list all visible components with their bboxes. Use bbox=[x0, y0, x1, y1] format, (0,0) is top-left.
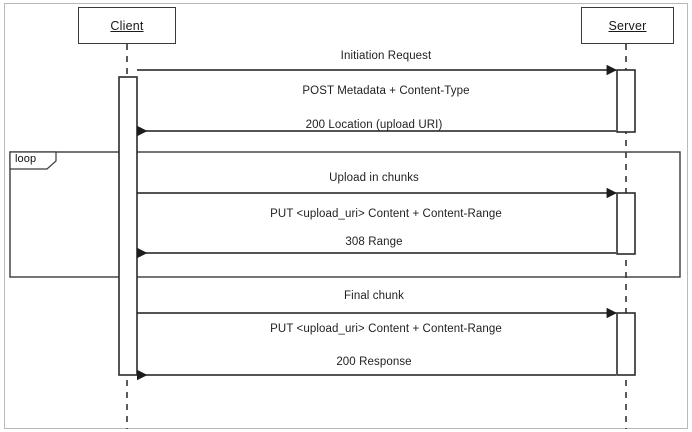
participant-box-server[interactable]: Server bbox=[581, 7, 674, 44]
message-label-final-chunk: Final chunk bbox=[344, 290, 404, 302]
activation-bars-group bbox=[118, 69, 636, 376]
loop-fragment bbox=[9, 151, 681, 278]
message-label-put-chunk: PUT <upload_uri> Content + Content-Range bbox=[270, 208, 502, 220]
loop-fragment-frame bbox=[9, 151, 681, 278]
message-label-initiation-request: Initiation Request bbox=[340, 50, 432, 62]
message-label-200-location: 200 Location (upload URI) bbox=[305, 119, 443, 131]
participant-label-client: Client bbox=[110, 18, 144, 33]
server-activation-bar-1 bbox=[616, 69, 636, 133]
server-activation-bar-2 bbox=[616, 192, 636, 255]
client-activation-bar bbox=[118, 76, 138, 376]
message-arrows-group bbox=[136, 64, 618, 381]
server-activation-bar-3 bbox=[616, 312, 636, 376]
message-label-put-final-chunk: PUT <upload_uri> Content + Content-Range bbox=[270, 323, 502, 335]
participant-box-client[interactable]: Client bbox=[78, 7, 176, 44]
message-label-200-response: 200 Response bbox=[336, 356, 412, 368]
loop-fragment-tag bbox=[9, 151, 57, 170]
message-label-upload-in-chunks: Upload in chunks bbox=[329, 172, 419, 184]
participant-label-server: Server bbox=[608, 18, 647, 33]
message-label-308-range: 308 Range bbox=[345, 236, 403, 248]
message-label-post-metadata: POST Metadata + Content-Type bbox=[302, 85, 470, 97]
loop-fragment-operator-label: loop bbox=[15, 153, 37, 165]
